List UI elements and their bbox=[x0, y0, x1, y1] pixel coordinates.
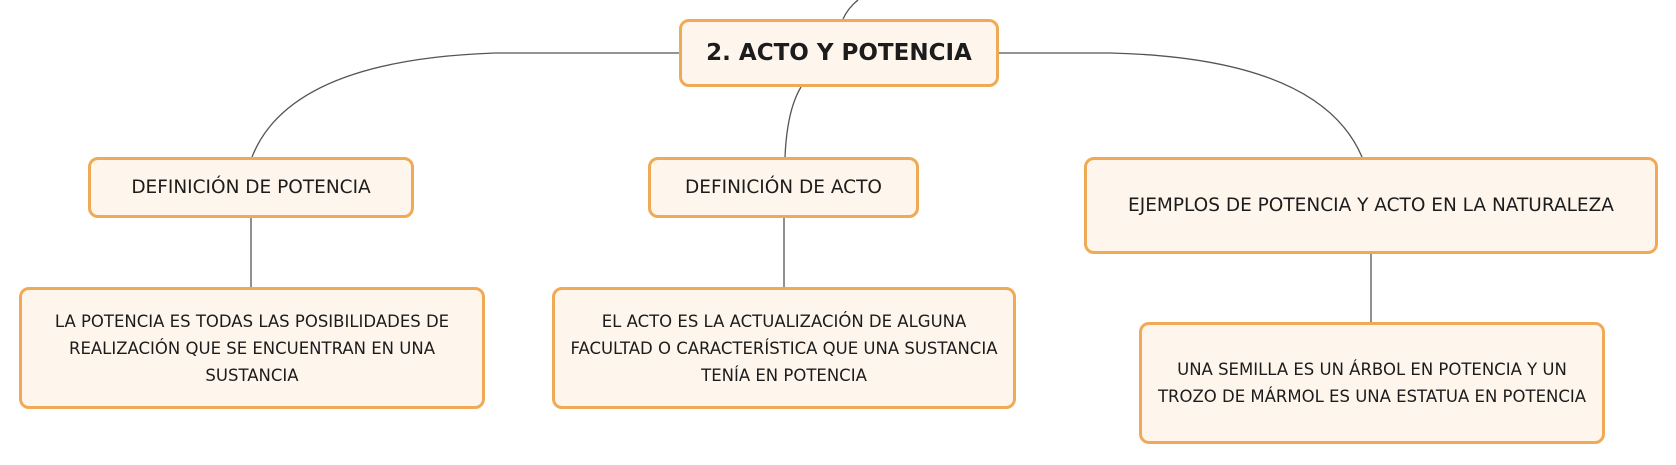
potencia-definition-label: DEFINICIÓN DE POTENCIA bbox=[131, 177, 371, 198]
examples-text-label: UNA SEMILLA ES UN ÁRBOL EN POTENCIA Y UN… bbox=[1157, 360, 1587, 406]
root-node[interactable]: 2. ACTO Y POTENCIA bbox=[679, 19, 999, 87]
examples-text-node[interactable]: UNA SEMILLA ES UN ÁRBOL EN POTENCIA Y UN… bbox=[1139, 322, 1605, 444]
connector-root-to-acto-definition bbox=[784, 86, 802, 158]
examples-label: EJEMPLOS DE POTENCIA Y ACTO EN LA NATURA… bbox=[1128, 195, 1614, 216]
acto-text-label: EL ACTO ES LA ACTUALIZACIÓN DE ALGUNA FA… bbox=[570, 311, 998, 385]
potencia-text-node[interactable]: LA POTENCIA ES TODAS LAS POSIBILIDADES D… bbox=[19, 287, 485, 409]
potencia-definition-node[interactable]: DEFINICIÓN DE POTENCIA bbox=[88, 157, 414, 218]
connector-root-to-examples bbox=[999, 52, 1363, 158]
root-node-label: 2. ACTO Y POTENCIA bbox=[706, 40, 972, 66]
examples-node[interactable]: EJEMPLOS DE POTENCIA Y ACTO EN LA NATURA… bbox=[1084, 157, 1658, 254]
acto-text-node[interactable]: EL ACTO ES LA ACTUALIZACIÓN DE ALGUNA FA… bbox=[552, 287, 1016, 409]
acto-definition-label: DEFINICIÓN DE ACTO bbox=[685, 177, 882, 198]
connector-root-to-potencia-definition bbox=[251, 52, 679, 158]
potencia-text-label: LA POTENCIA ES TODAS LAS POSIBILIDADES D… bbox=[54, 311, 450, 385]
connector-from-parent bbox=[842, 0, 859, 20]
acto-definition-node[interactable]: DEFINICIÓN DE ACTO bbox=[648, 157, 919, 218]
